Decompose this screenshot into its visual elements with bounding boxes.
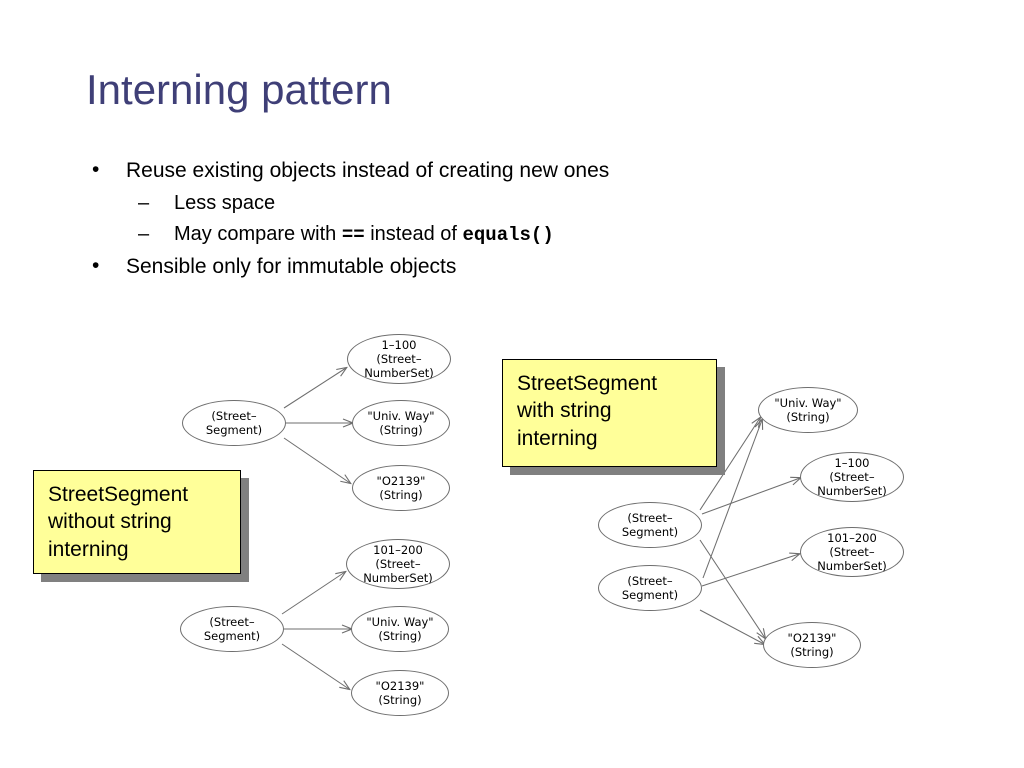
bullet-marker: •: [92, 254, 100, 277]
edge-seg1-num1: [283, 368, 346, 409]
node-string-univ-way: "Univ. Way" (String): [351, 606, 449, 652]
node-street-segment: (Street– Segment): [182, 400, 286, 446]
node-string-o2139: "O2139" (String): [352, 465, 450, 511]
edge-rseg2-str1: [702, 420, 762, 579]
node-string-univ-way: "Univ. Way" (String): [758, 387, 858, 433]
node-street-segment: (Street– Segment): [598, 565, 702, 611]
bullet-item-2: – Less space: [86, 193, 906, 213]
callout-with-interning: StreetSegment with string interning: [502, 359, 717, 467]
bullet-text-before: May compare with: [174, 223, 342, 245]
code-equality-operator: ==: [341, 224, 365, 246]
edge-seg2-str2b: [281, 643, 349, 689]
edge-seg2-num2: [281, 572, 345, 615]
bullet-marker: •: [92, 158, 100, 181]
edge-rseg1-num1: [701, 478, 800, 515]
edge-rseg1-str1: [699, 418, 760, 511]
bullet-text-middle: instead of: [364, 223, 463, 245]
bullet-item-3: – May compare with == instead of equals(): [86, 224, 906, 245]
node-string-o2139: "O2139" (String): [763, 622, 861, 668]
bullet-item-1: • Reuse existing objects instead of creat…: [86, 158, 906, 182]
node-street-number-set: 1–100 (Street– NumberSet): [800, 452, 904, 502]
page-title: Interning pattern: [86, 66, 392, 113]
node-string-o2139: "O2139" (String): [351, 670, 449, 716]
bullet-text: Less space: [174, 192, 276, 214]
node-street-segment: (Street– Segment): [180, 606, 284, 652]
callout-without-interning: StreetSegment without string interning: [33, 470, 241, 574]
node-street-segment: (Street– Segment): [598, 502, 702, 548]
edge-seg1-str1b: [283, 437, 350, 483]
node-street-number-set: 1–100 (Street– NumberSet): [347, 334, 451, 384]
bullet-item-4: • Sensible only for immutable objects: [86, 254, 906, 278]
bullet-text: Sensible only for immutable objects: [126, 255, 457, 278]
code-equals-method: equals(): [462, 224, 554, 246]
dash-marker: –: [138, 192, 150, 214]
dash-marker: –: [138, 223, 150, 245]
edge-rseg2-num2: [701, 554, 799, 587]
node-street-number-set: 101–200 (Street– NumberSet): [800, 527, 904, 577]
bullet-text: Reuse existing objects instead of creati…: [126, 159, 610, 182]
node-street-number-set: 101–200 (Street– NumberSet): [346, 539, 450, 589]
bullet-list: • Reuse existing objects instead of creat…: [86, 158, 906, 289]
edge-rseg1-str2: [699, 539, 765, 638]
edge-rseg2-str2: [699, 609, 764, 644]
node-string-univ-way: "Univ. Way" (String): [352, 400, 450, 446]
